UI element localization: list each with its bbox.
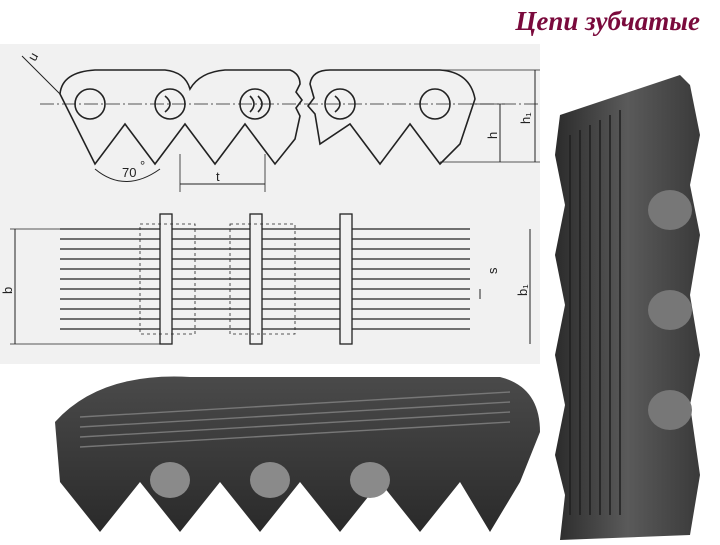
top-view <box>10 213 531 345</box>
horizontal-chain-hole-2 <box>250 462 290 498</box>
horizontal-chain-hole-3 <box>350 462 390 498</box>
chain-drawing-svg: u 70 ° t h h₁ b s b₁ <box>0 50 540 345</box>
chain-render-vertical <box>550 75 720 540</box>
chain-render-horizontal <box>40 372 545 540</box>
slide-title: Цепи зубчатые <box>515 6 700 36</box>
hatch-section-2 <box>229 223 296 335</box>
angle-arc <box>94 168 161 182</box>
label-h: h <box>485 132 500 139</box>
label-t: t <box>216 169 220 184</box>
label-degree: ° <box>140 158 145 173</box>
horizontal-chain-body <box>55 376 540 532</box>
label-s: s <box>485 267 500 274</box>
vertical-chain-hole-2 <box>648 290 692 330</box>
label-h1: h₁ <box>518 112 533 124</box>
label-angle: 70 <box>122 165 136 180</box>
pin-top-2 <box>249 213 263 345</box>
label-b: b <box>0 287 15 294</box>
dim-u-line <box>21 55 61 95</box>
vertical-chain-hole-1 <box>648 190 692 230</box>
hatch-section-1 <box>139 223 196 335</box>
pin-top-1 <box>159 213 173 345</box>
side-link-outline-left <box>59 69 303 166</box>
plate-lines <box>60 228 470 330</box>
side-view <box>21 55 540 192</box>
horizontal-chain-hole-1 <box>150 462 190 498</box>
side-link-outline-right <box>306 69 476 166</box>
rocker-pin-2 <box>164 95 171 113</box>
label-b1: b₁ <box>515 284 530 296</box>
vertical-chain-hole-3 <box>648 390 692 430</box>
pin-top-3 <box>339 213 353 345</box>
technical-drawing: u 70 ° t h h₁ b s b₁ <box>0 44 540 364</box>
